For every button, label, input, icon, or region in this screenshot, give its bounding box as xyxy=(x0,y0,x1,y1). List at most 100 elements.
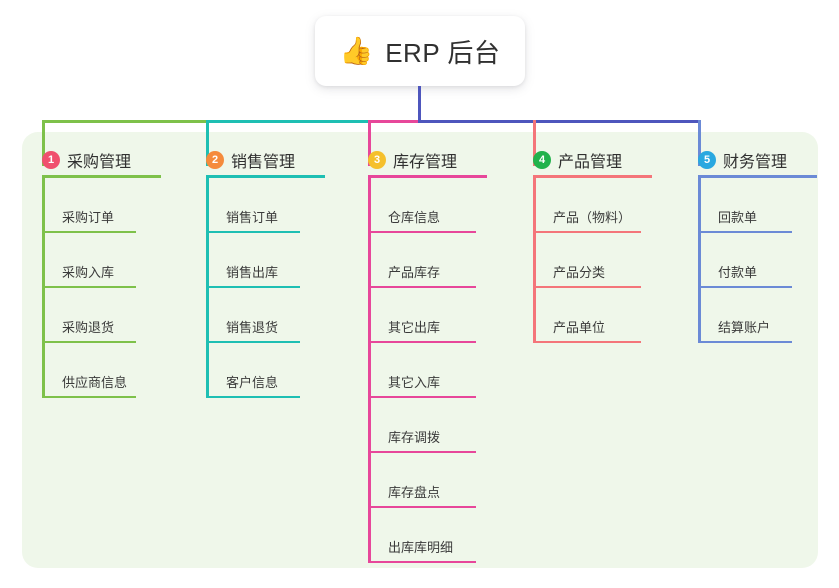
branch-item-label: 客户信息 xyxy=(226,375,279,390)
branch-item-rule xyxy=(42,396,136,398)
branch-item-label: 付款单 xyxy=(718,265,758,280)
branch-item[interactable]: 客户信息 xyxy=(206,343,300,398)
branch-item-rule xyxy=(368,451,476,453)
branch-header-4[interactable]: 4 产品管理 xyxy=(527,145,622,175)
branch-item-label: 库存盘点 xyxy=(388,485,441,500)
branch-item-label: 销售出库 xyxy=(226,265,279,280)
branch-item[interactable]: 结算账户 xyxy=(698,288,792,343)
branch-drop-4 xyxy=(533,120,536,166)
branch-number-badge: 1 xyxy=(42,151,60,169)
branch-number-badge: 5 xyxy=(698,151,716,169)
branch-item-rule xyxy=(206,341,300,343)
branch-header-rule xyxy=(533,175,652,178)
branch-item-rule xyxy=(42,286,136,288)
branch-item-rule xyxy=(533,286,641,288)
branch-header-rule xyxy=(368,175,487,178)
branch-header-5[interactable]: 5 财务管理 xyxy=(692,145,787,175)
branch-item-label: 结算账户 xyxy=(718,320,771,335)
root-node-content: 👍 ERP 后台 xyxy=(340,33,501,70)
branch-number-badge: 4 xyxy=(533,151,551,169)
branch-item-rule xyxy=(206,231,300,233)
root-stem-connector xyxy=(418,86,421,123)
branch-item[interactable]: 销售退货 xyxy=(206,288,300,343)
branch-item[interactable]: 产品分类 xyxy=(533,233,641,288)
diagram-panel xyxy=(22,132,818,568)
branch-spine xyxy=(533,178,536,343)
branch-item-rule xyxy=(206,286,300,288)
branch-item-label: 采购退货 xyxy=(62,320,115,335)
branch-item-rule xyxy=(698,231,792,233)
branch-item-label: 其它入库 xyxy=(388,375,441,390)
root-node-card[interactable]: 👍 ERP 后台 xyxy=(315,16,525,86)
branch-title: 产品管理 xyxy=(558,154,623,171)
branch-header-1[interactable]: 1 采购管理 xyxy=(36,145,131,175)
branch-item-rule xyxy=(368,506,476,508)
branch-item[interactable]: 回款单 xyxy=(698,178,792,233)
bus-segment-2 xyxy=(206,120,368,123)
branch-drop-1 xyxy=(42,120,45,166)
branch-item[interactable]: 销售订单 xyxy=(206,178,300,233)
root-node-title: ERP 后台 xyxy=(385,37,501,68)
branch-item-label: 出库库明细 xyxy=(388,540,454,555)
branch-item[interactable]: 其它入库 xyxy=(368,343,476,398)
branch-item[interactable]: 库存调拨 xyxy=(368,398,476,453)
branch-item-label: 仓库信息 xyxy=(388,210,441,225)
branch-item-label: 采购入库 xyxy=(62,265,115,280)
branch-spine xyxy=(698,178,701,343)
branch-item[interactable]: 出库库明细 xyxy=(368,508,476,563)
branch-item[interactable]: 产品（物料） xyxy=(533,178,641,233)
branch-title: 库存管理 xyxy=(393,154,458,171)
branch-item-label: 供应商信息 xyxy=(62,375,128,390)
branch-item-label: 产品单位 xyxy=(553,320,606,335)
branch-item[interactable]: 仓库信息 xyxy=(368,178,476,233)
branch-column-5: 5 财务管理回款单付款单结算账户 xyxy=(692,145,817,343)
branch-title: 销售管理 xyxy=(231,154,296,171)
branch-header-rule xyxy=(42,175,161,178)
branch-item[interactable]: 供应商信息 xyxy=(42,343,136,398)
thumbs-up-icon: 👍 xyxy=(339,35,374,66)
branch-item-label: 产品库存 xyxy=(388,265,441,280)
branch-item-rule xyxy=(368,341,476,343)
branch-item-rule xyxy=(42,341,136,343)
branch-column-4: 4 产品管理产品（物料） 产品分类产品单位 xyxy=(527,145,652,343)
branch-item[interactable]: 采购入库 xyxy=(42,233,136,288)
branch-item-label: 库存调拨 xyxy=(388,430,441,445)
branch-item[interactable]: 其它出库 xyxy=(368,288,476,343)
branch-item-label: 产品（物料） xyxy=(553,210,632,225)
branch-item[interactable]: 采购退货 xyxy=(42,288,136,343)
branch-item[interactable]: 销售出库 xyxy=(206,233,300,288)
branch-title: 采购管理 xyxy=(67,154,132,171)
branch-item-label: 销售退货 xyxy=(226,320,279,335)
branch-item[interactable]: 库存盘点 xyxy=(368,453,476,508)
branch-drop-2 xyxy=(206,120,209,166)
bus-segment-1 xyxy=(42,120,206,123)
branch-spine xyxy=(42,178,45,398)
branch-item-rule xyxy=(368,286,476,288)
branch-item-rule xyxy=(368,231,476,233)
branch-header-rule xyxy=(698,175,817,178)
branch-item-label: 回款单 xyxy=(718,210,758,225)
branch-item-rule xyxy=(42,231,136,233)
branch-item-label: 销售订单 xyxy=(226,210,279,225)
branch-drop-3 xyxy=(368,120,371,166)
branch-column-2: 2 销售管理销售订单销售出库销售退货客户信息 xyxy=(200,145,325,398)
branch-header-2[interactable]: 2 销售管理 xyxy=(200,145,295,175)
branch-item-rule xyxy=(368,561,476,563)
branch-item-label: 采购订单 xyxy=(62,210,115,225)
branch-item[interactable]: 产品单位 xyxy=(533,288,641,343)
branch-column-1: 1 采购管理采购订单采购入库采购退货供应商信息 xyxy=(36,145,161,398)
bus-segment-root xyxy=(418,120,698,123)
branch-item[interactable]: 采购订单 xyxy=(42,178,136,233)
branch-item-label: 其它出库 xyxy=(388,320,441,335)
branch-number-badge: 2 xyxy=(206,151,224,169)
branch-item[interactable]: 产品库存 xyxy=(368,233,476,288)
branch-item-rule xyxy=(368,396,476,398)
branch-item[interactable]: 付款单 xyxy=(698,233,792,288)
branch-spine xyxy=(206,178,209,398)
branch-item-rule xyxy=(206,396,300,398)
branch-title: 财务管理 xyxy=(723,154,788,171)
branch-item-rule xyxy=(533,341,641,343)
branch-header-rule xyxy=(206,175,325,178)
